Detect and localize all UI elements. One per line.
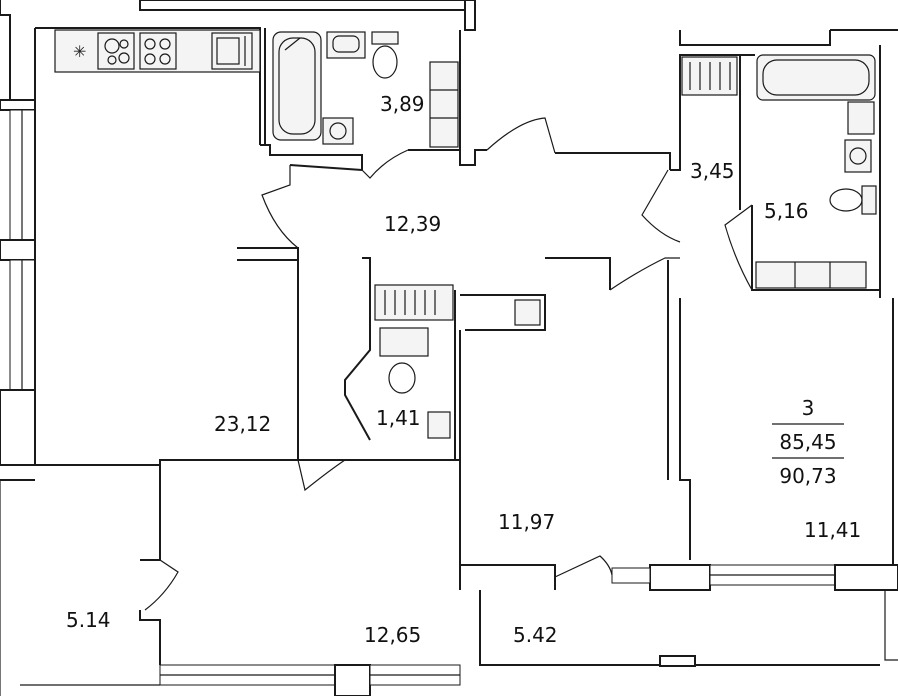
washbasin-4-icon [427, 411, 451, 439]
bedroom-left-area: 12,65 [364, 623, 421, 647]
bedroom-right-area: 11,41 [804, 518, 861, 542]
kitchen-counter: ✳ [54, 29, 261, 73]
hall-area: 12,39 [384, 212, 441, 236]
kitchen-living-area: 23,12 [214, 412, 271, 436]
shaft-icon [514, 299, 541, 326]
bath-second-area: 5,16 [764, 199, 809, 223]
washing-machine-2-icon [844, 139, 872, 173]
shelf-2-icon [755, 261, 867, 289]
apartment-summary: 3 85,45 90,73 [772, 396, 844, 488]
stove-icon [97, 32, 135, 70]
loggia-left-area: 5.14 [66, 608, 111, 632]
bathtub-2-icon [756, 54, 876, 101]
wardrobe-area: 3,45 [690, 159, 735, 183]
asterisk-icon: ✳ [73, 42, 86, 61]
room-count: 3 [802, 396, 815, 420]
wardrobe-and-bath2 [641, 54, 880, 291]
hob-icon [139, 32, 177, 70]
living-area: 85,45 [779, 430, 836, 454]
wc-area [344, 257, 680, 460]
total-area: 90,73 [779, 464, 836, 488]
bath-main-area: 3,89 [380, 92, 425, 116]
toilet-icon [371, 31, 399, 45]
bedroom-middle-area: 11,97 [498, 510, 555, 534]
washing-machine-icon [322, 117, 354, 145]
washbasin-3-icon [379, 327, 429, 357]
shelf-icon [429, 61, 459, 148]
room-labels: 23,12 12,39 3,89 3,45 5,16 1,41 12,65 11… [66, 92, 861, 647]
washbasin-2-icon [847, 101, 875, 135]
loggia-right-area: 5.42 [513, 623, 558, 647]
hall-walls [237, 117, 671, 460]
hanger-rail-2-icon [374, 284, 454, 321]
wc-area-label: 1,41 [376, 406, 421, 430]
toilet-2-icon [861, 185, 877, 215]
toilet-3-icon [388, 362, 416, 394]
lower-walls [0, 260, 898, 696]
bathroom-main [260, 28, 461, 179]
outer-walls [0, 0, 898, 590]
bathtub-icon [272, 31, 322, 141]
